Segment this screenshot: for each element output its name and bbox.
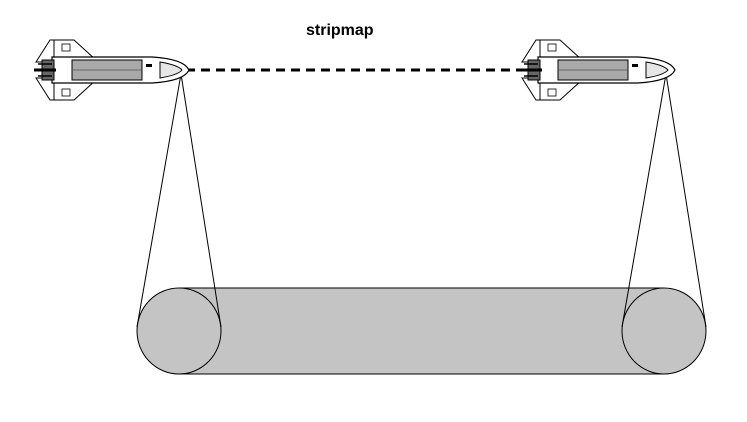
space-shuttle-icon: [32, 38, 191, 102]
beam-left-outer: [136, 73, 182, 328]
beam-left-inner: [180, 73, 222, 328]
swath-end-footprint: [621, 287, 707, 375]
beam-right-inner: [621, 73, 667, 328]
space-shuttle-icon: [518, 38, 677, 102]
diagram-title: stripmap: [306, 22, 374, 39]
swath-band: [179, 288, 664, 374]
beam-right-outer: [665, 73, 707, 328]
swath-start-footprint: [136, 287, 222, 375]
